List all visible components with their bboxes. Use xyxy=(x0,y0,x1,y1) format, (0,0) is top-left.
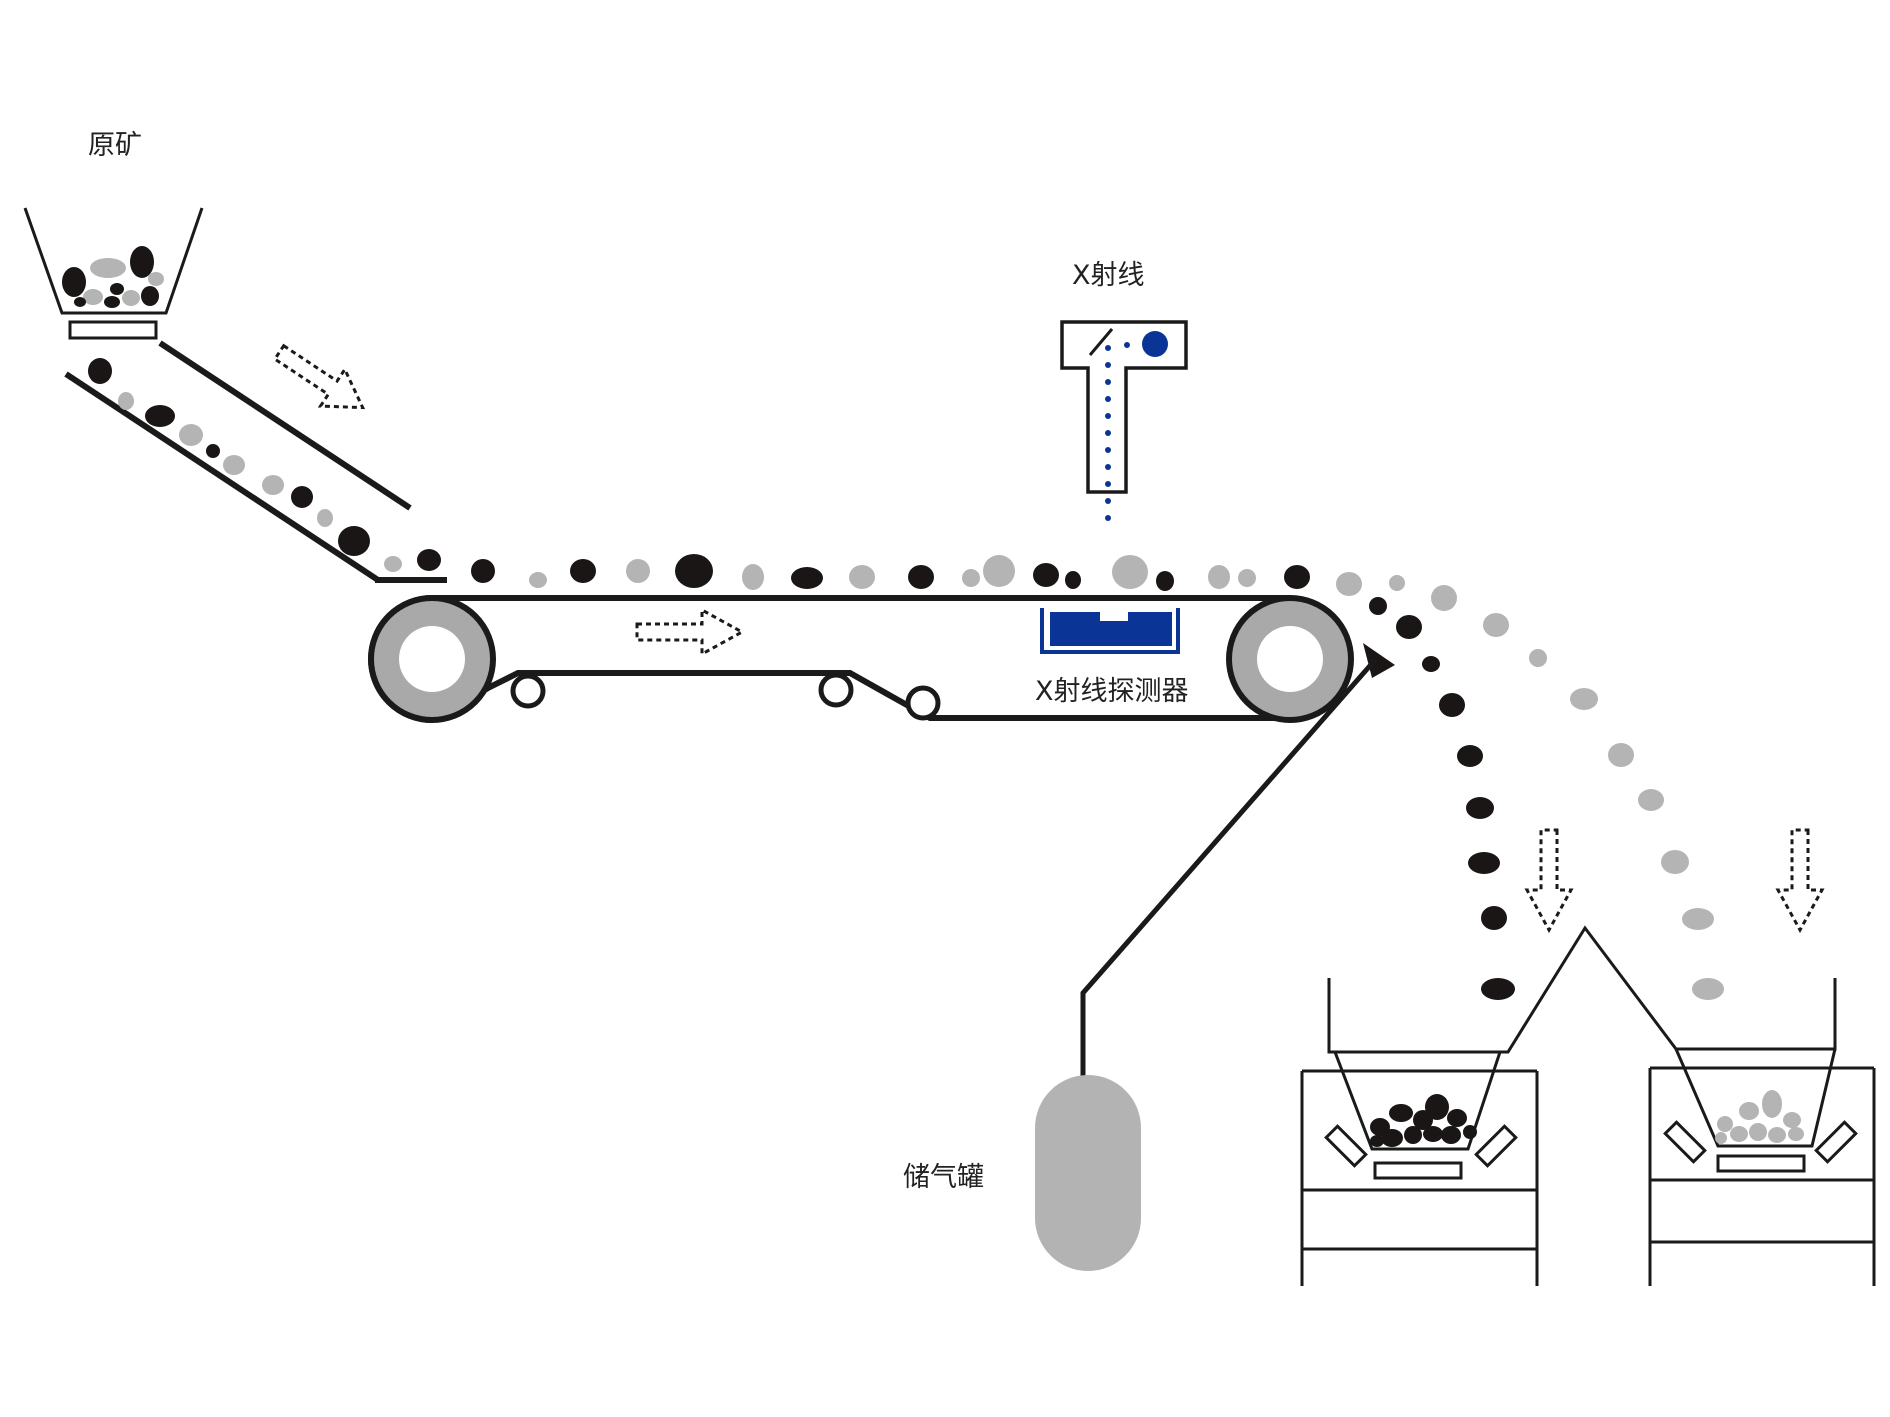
dark-ore-bin xyxy=(1300,1051,1539,1286)
xray-beam xyxy=(1105,342,1130,521)
ore-stream xyxy=(88,358,1724,1000)
raw-ore-label: 原矿 xyxy=(88,130,142,161)
chute-flow-arrow xyxy=(272,343,366,410)
right-bin-arrow xyxy=(1775,828,1825,934)
xray-detector xyxy=(1040,608,1180,654)
xray-detector-label: X射线探测器 xyxy=(1035,676,1189,707)
air-jet-nozzle xyxy=(1080,643,1395,1080)
drive-roller-right xyxy=(1226,595,1354,723)
drive-roller-left xyxy=(368,595,496,723)
air-tank xyxy=(1035,1075,1141,1271)
air-tank-label: 储气罐 xyxy=(903,1162,984,1193)
xray-emitter-icon xyxy=(1142,331,1168,357)
light-ore-bin xyxy=(1648,1048,1876,1286)
feed-chute xyxy=(64,340,447,583)
idler-roller xyxy=(905,685,941,721)
conveyor-belt xyxy=(368,595,1354,723)
idler-roller xyxy=(818,672,854,708)
bin-splitter xyxy=(1327,925,1837,1054)
left-bin-arrow xyxy=(1524,828,1574,934)
idler-roller xyxy=(510,673,546,709)
hopper-ore-pile xyxy=(62,246,164,308)
raw-ore-hopper xyxy=(23,207,204,340)
light-ore-pile xyxy=(1715,1090,1804,1144)
dark-ore-pile xyxy=(1370,1094,1477,1147)
belt-flow-arrow xyxy=(635,607,746,657)
xray-source-label: X射线 xyxy=(1072,260,1145,291)
xray-source-housing xyxy=(1060,320,1188,521)
